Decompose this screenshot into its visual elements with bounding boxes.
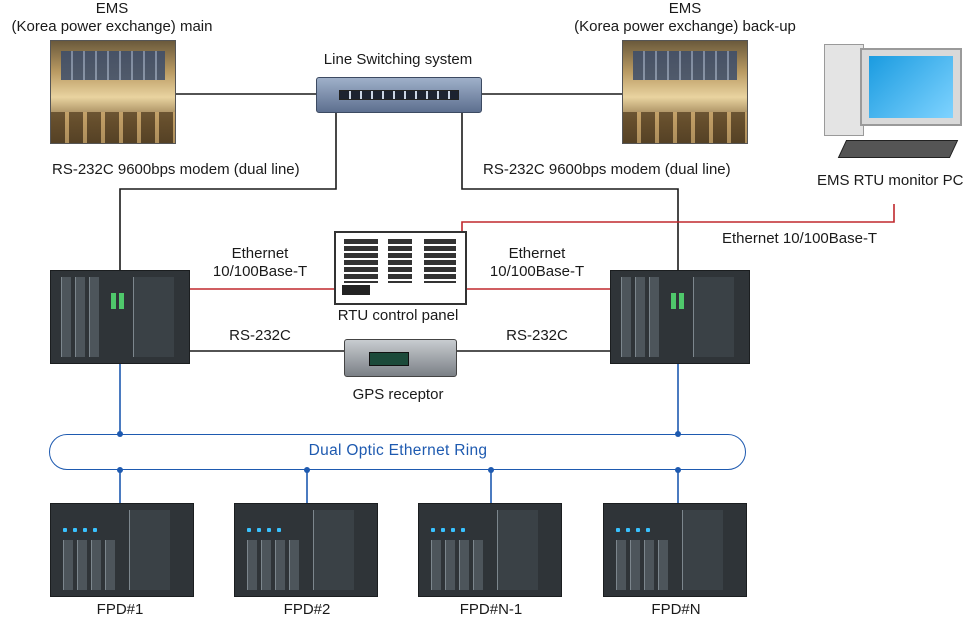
- ems-main-line2: (Korea power exchange) main: [11, 18, 213, 35]
- rs232-left-label: RS-232C: [229, 327, 291, 344]
- optic-node: [488, 467, 494, 473]
- optic-node: [304, 467, 310, 473]
- ems-main-line1: EMS: [95, 0, 129, 17]
- modem-left-label: RS-232C 9600bps modem (dual line): [52, 161, 300, 178]
- gps-receptor-label: GPS receptor: [352, 386, 444, 403]
- rtu-rack-left: [50, 270, 190, 364]
- fpd-label: FPD#N-1: [459, 601, 523, 618]
- ethernet-monitor-pc: [461, 204, 895, 233]
- rs232-right-label: RS-232C: [506, 327, 568, 344]
- rtu-control-panel-image: [334, 231, 467, 305]
- ems-backup-line1: EMS: [668, 0, 702, 17]
- ems-backup-title: EMS (Korea power exchange) back-up: [574, 0, 796, 36]
- ethernet-left-label: Ethernet 10/100Base-T: [213, 245, 307, 281]
- wire-switch-right-rack: [461, 110, 679, 270]
- monitor-pc-image: [812, 44, 962, 160]
- gps-receptor-image: [344, 339, 457, 377]
- fpd-label: FPD#1: [96, 601, 144, 618]
- optic-ring-label: Dual Optic Ethernet Ring: [308, 442, 488, 459]
- ethernet-right-label: Ethernet 10/100Base-T: [490, 245, 584, 281]
- monitor-pc-link-label: Ethernet 10/100Base-T: [722, 230, 878, 247]
- fpd-rack: [418, 503, 562, 597]
- ethernet-right-line1: Ethernet: [508, 245, 566, 262]
- rtu-control-panel-label: RTU control panel: [337, 307, 459, 324]
- ethernet-left-line2: 10/100Base-T: [212, 263, 308, 280]
- fpd-label: FPD#2: [283, 601, 331, 618]
- fpd-rack: [603, 503, 747, 597]
- ethernet-right-line2: 10/100Base-T: [489, 263, 585, 280]
- line-switch-device: [316, 77, 482, 113]
- ems-main-image: [50, 40, 176, 144]
- modem-right-label: RS-232C 9600bps modem (dual line): [483, 161, 731, 178]
- rtu-rack-right: [610, 270, 750, 364]
- ems-backup-line2: (Korea power exchange) back-up: [574, 18, 796, 35]
- ems-backup-image: [622, 40, 748, 144]
- monitor-pc-label: EMS RTU monitor PC: [817, 172, 964, 189]
- optic-node: [117, 467, 123, 473]
- fpd-label: FPD#N: [651, 601, 701, 618]
- ems-main-title: EMS (Korea power exchange) main: [12, 0, 213, 36]
- optic-node: [675, 467, 681, 473]
- fpd-rack: [234, 503, 378, 597]
- fpd-rack: [50, 503, 194, 597]
- wire-switch-left-rack: [119, 110, 337, 270]
- optic-ring: [49, 434, 746, 470]
- switch-label: Line Switching system: [323, 51, 473, 68]
- ethernet-left-line1: Ethernet: [231, 245, 289, 262]
